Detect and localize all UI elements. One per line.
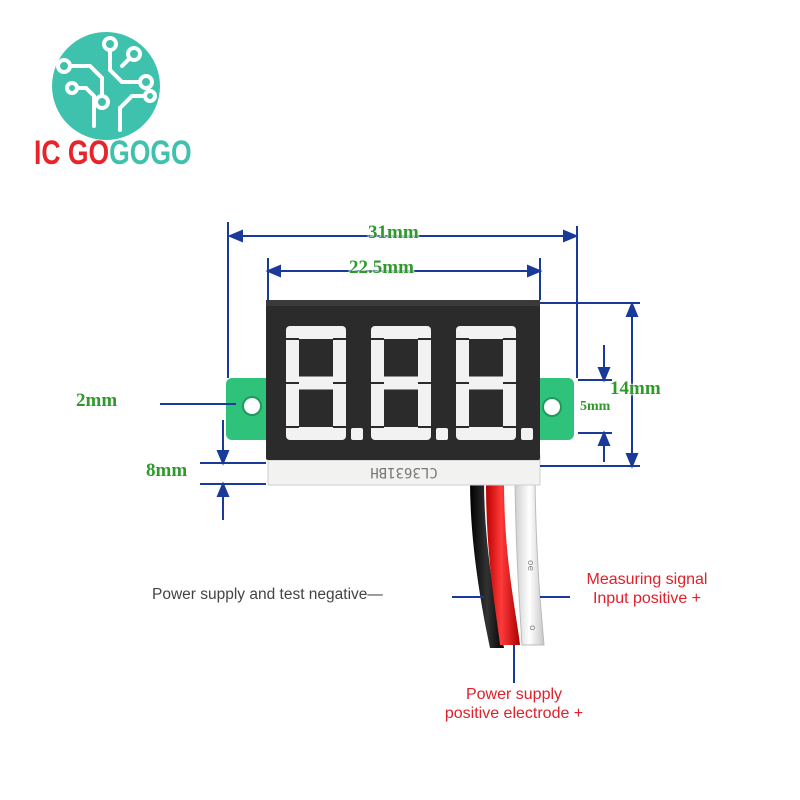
label-red-wire-line2: positive electrode +: [444, 705, 584, 722]
segment-separator: [286, 338, 299, 340]
dim-display-width: 22.5mm: [349, 257, 414, 278]
dim-thickness: 8mm: [146, 460, 188, 481]
label-white-wire: Measuring signal Input positive +: [574, 570, 720, 608]
mount-hole-left: [242, 396, 262, 416]
dim-digit-height: 5mm: [580, 399, 611, 414]
decimal-point: [521, 428, 533, 440]
brand-name: IC GOGOGO: [34, 134, 192, 173]
segment-separator: [418, 382, 431, 384]
digit-gap: [384, 339, 418, 377]
white-wire: [514, 479, 545, 646]
segment-separator: [456, 382, 469, 384]
segment-separator: [333, 426, 346, 428]
svg-text:o: o: [527, 625, 537, 631]
digit-gap: [299, 389, 333, 427]
dim-hole-offset: 2mm: [76, 390, 118, 411]
brand-name-part1: IC GO: [34, 134, 110, 172]
decimal-point: [351, 428, 363, 440]
model-print: CL3631BH: [370, 464, 437, 480]
segment-separator: [503, 426, 516, 428]
digit-gap: [469, 389, 503, 427]
digit-gap: [384, 389, 418, 427]
segment-separator: [371, 426, 384, 428]
digit-3: [456, 326, 533, 440]
segment-separator: [456, 426, 469, 428]
seven-segment-digits: [286, 326, 533, 440]
circuit-circle-icon: [52, 32, 160, 140]
segment-separator: [418, 426, 431, 428]
label-white-wire-line2: Input positive +: [592, 590, 702, 607]
segment-separator: [371, 338, 384, 340]
segment-separator: [503, 382, 516, 384]
segment-separator: [286, 382, 299, 384]
label-red-wire: Power supply positive electrode +: [424, 685, 604, 723]
label-white-wire-line1: Measuring signal: [586, 571, 708, 588]
mount-hole-right: [542, 397, 562, 417]
brand-logo: IC GOGOGO: [34, 30, 192, 180]
label-red-wire-line1: Power supply: [465, 686, 563, 703]
segment-separator: [286, 426, 299, 428]
segment-separator: [456, 338, 469, 340]
digit-1: [286, 326, 363, 440]
red-wire: [486, 480, 520, 645]
digit-gap: [469, 339, 503, 377]
digit-2: [371, 326, 448, 440]
svg-text:oe: oe: [525, 560, 535, 572]
segment-separator: [371, 382, 384, 384]
segment-separator: [333, 338, 346, 340]
segment-separator: [333, 382, 346, 384]
label-black-wire: Power supply and test negative—: [152, 586, 383, 603]
segment-separator: [503, 338, 516, 340]
dim-overall-width: 31mm: [368, 222, 419, 243]
white-wire-print: oe o: [525, 560, 537, 631]
decimal-point: [436, 428, 448, 440]
digit-gap: [299, 339, 333, 377]
dimension-lines: [160, 222, 640, 683]
brand-name-part2: GOGO: [109, 134, 192, 172]
segment-separator: [418, 338, 431, 340]
dim-height: 14mm: [610, 378, 661, 399]
